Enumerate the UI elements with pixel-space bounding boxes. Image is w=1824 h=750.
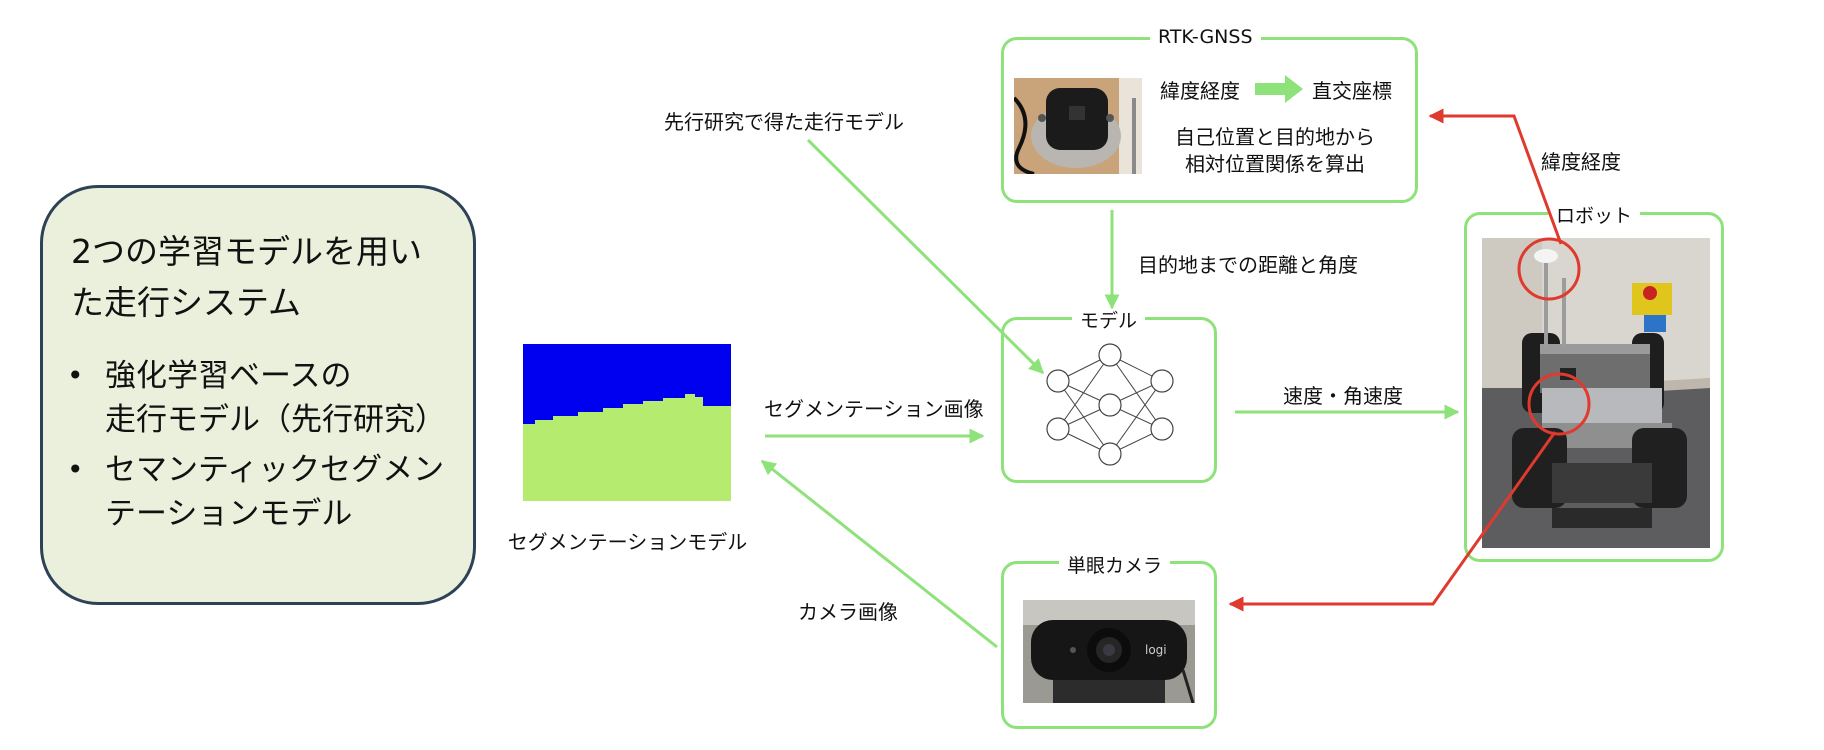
segmentation-caption: セグメンテーションモデル bbox=[507, 530, 748, 554]
summary-bullet-2: • セマンティックセグメン テーションモデル bbox=[67, 448, 467, 536]
neural-network-icon bbox=[1046, 343, 1174, 466]
convert-arrow-icon bbox=[1255, 75, 1303, 103]
bullet-2-line-1: セマンティックセグメン bbox=[105, 452, 445, 488]
camera-label: 単眼カメラ bbox=[1059, 551, 1171, 578]
gnss-to-label: 直交座標 bbox=[1312, 79, 1392, 103]
latlon-label: 緯度経度 bbox=[1541, 150, 1621, 174]
distance-angle-label: 目的地までの距離と角度 bbox=[1138, 253, 1358, 277]
bullet-dot-icon: • bbox=[67, 453, 84, 486]
camera-highlight-circle bbox=[1527, 372, 1591, 436]
webcam-photo: logi bbox=[1023, 600, 1195, 703]
gnss-desc-line-2: 相対位置関係を算出 bbox=[1185, 152, 1365, 176]
prior-model-label: 先行研究で得た走行モデル bbox=[664, 110, 904, 134]
gnss-description: 自己位置と目的地から 相対位置関係を算出 bbox=[1170, 124, 1380, 178]
camera-image-label: カメラ画像 bbox=[798, 600, 898, 624]
bullet-1-line-2: 走行モデル（先行研究） bbox=[105, 402, 446, 438]
gnss-highlight-circle bbox=[1517, 237, 1581, 301]
segmentation-image-label: セグメンテーション画像 bbox=[764, 397, 984, 421]
summary-bullet-list: • 強化学習ベースの 走行モデル（先行研究） • セマンティックセグメン テーシ… bbox=[67, 354, 467, 536]
summary-bullet-1: • 強化学習ベースの 走行モデル（先行研究） bbox=[67, 354, 467, 442]
summary-title: 2つの学習モデルを用いた走行システム bbox=[71, 232, 422, 322]
model-label: モデル bbox=[1072, 306, 1146, 333]
bullet-2-line-2: テーションモデル bbox=[105, 496, 353, 532]
gnss-desc-line-1: 自己位置と目的地から bbox=[1175, 125, 1375, 149]
velocity-label: 速度・角速度 bbox=[1283, 384, 1403, 408]
bullet-dot-icon: • bbox=[67, 359, 84, 392]
gnss-antenna-photo bbox=[1014, 78, 1142, 174]
segmentation-image bbox=[523, 344, 731, 501]
svg-text:logi: logi bbox=[1145, 643, 1167, 657]
robot-label: ロボット bbox=[1548, 201, 1641, 228]
summary-panel: 2つの学習モデルを用いた走行システム • 強化学習ベースの 走行モデル（先行研究… bbox=[40, 185, 476, 605]
gnss-label: RTK-GNSS bbox=[1150, 26, 1261, 48]
bullet-1-line-1: 強化学習ベースの bbox=[105, 358, 352, 394]
gnss-from-label: 緯度経度 bbox=[1160, 79, 1240, 103]
